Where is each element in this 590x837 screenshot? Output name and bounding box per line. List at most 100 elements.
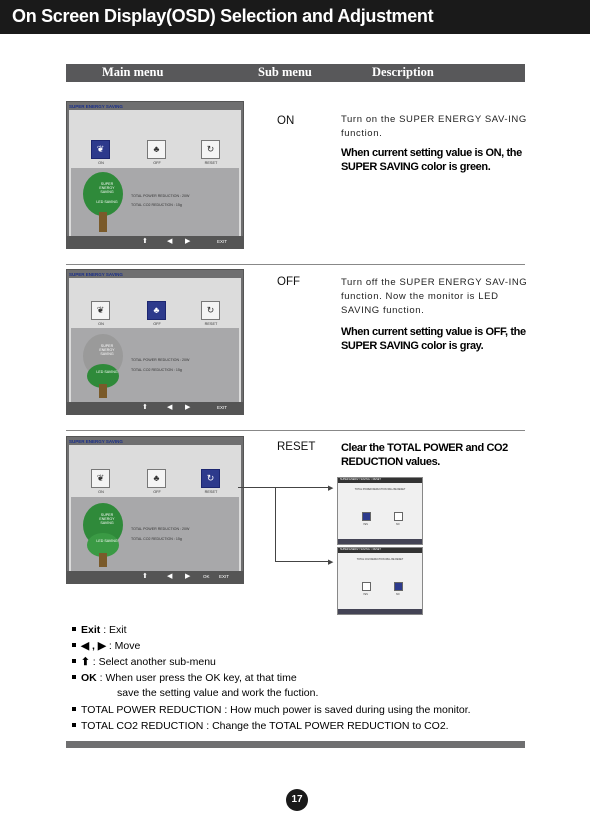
leaf-icon: ❦ (91, 140, 110, 159)
yes-icon (362, 582, 371, 591)
icon-label-reset: RESET (204, 490, 218, 494)
popup-title: SUPER ENERGY SAVING > RESET (340, 548, 381, 551)
icon-label-off: OFF (153, 490, 161, 494)
popup-title: SUPER ENERGY SAVING > RESET (340, 478, 381, 481)
exit-label: EXIT (217, 405, 228, 410)
tree-icon (83, 334, 123, 398)
page-title: On Screen Display(OSD) Selection and Adj… (12, 6, 434, 26)
row-divider (66, 264, 525, 265)
table-header: Main menu Sub menu Description (66, 64, 525, 82)
desc-off: Turn off the SUPER ENERGY SAV-ING functi… (341, 277, 528, 316)
note-key: ◀ , ▶ (81, 640, 106, 652)
tree-text: SUPER ENERGY SAVING (99, 513, 115, 525)
no-label: NO (396, 593, 400, 596)
osd-footer: ⬆ ◀ ▶ EXIT (67, 236, 243, 248)
sub-menu-on: ON (277, 115, 295, 127)
osd-info-panel: SUPER ENERGY SAVING LED SAVING TOTAL POW… (71, 328, 239, 404)
icon-label-reset: RESET (204, 322, 218, 326)
osd-screen-on: SUPER ENERGY SAVING ❦ ♣ ↻ ON OFF RESET S… (66, 101, 244, 249)
no-label: NO (396, 523, 400, 526)
icon-label-on: ON (98, 161, 104, 165)
popup-title-bar: SUPER ENERGY SAVING > RESET (338, 548, 422, 553)
led-text: LED SAVING (96, 539, 118, 543)
reset-icon: ↻ (201, 140, 220, 159)
plant-icon: ♣ (147, 301, 166, 320)
yes-icon (362, 512, 371, 521)
note-text: : Move (108, 640, 141, 652)
left-arrow-icon: ◀ (167, 573, 173, 580)
total-co2-text: TOTAL CO2 REDUCTION : 15g (131, 537, 182, 541)
exit-label: EXIT (219, 574, 230, 579)
yes-label: YES (363, 593, 368, 596)
leaf-icon: ❦ (91, 469, 110, 488)
tree-text: SUPER ENERGY SAVING (99, 182, 115, 194)
total-co2-text: TOTAL CO2 REDUCTION : 15g (131, 368, 182, 372)
up-icon: ⬆ (142, 238, 148, 245)
osd-title: SUPER ENERGY SAVING (69, 104, 123, 109)
note-key: ⬆ (81, 656, 90, 668)
popup-title-bar: SUPER ENERGY SAVING > RESET (338, 478, 422, 483)
right-arrow-icon: ▶ (185, 238, 191, 245)
tree-icon (83, 172, 123, 232)
row-divider (66, 430, 525, 431)
col-description: Description (372, 65, 434, 79)
reset-popup-1: SUPER ENERGY SAVING > RESET TOTAL POWER … (337, 477, 423, 545)
note-item: Exit : Exit (72, 624, 127, 636)
desc-on-bold: When current setting value is ON, the SU… (341, 147, 522, 173)
up-icon: ⬆ (142, 404, 148, 411)
note-text: save the setting value and work the fuct… (117, 687, 319, 699)
icon-label-off: OFF (153, 161, 161, 165)
right-arrow-icon: ▶ (185, 404, 191, 411)
osd-screen-off: SUPER ENERGY SAVING ❦ ♣ ↻ ON OFF RESET S… (66, 269, 244, 415)
page-number: 17 (286, 789, 308, 811)
osd-footer: ⬆ ◀ ▶ OK EXIT (67, 571, 243, 583)
note-text: TOTAL CO2 REDUCTION : Change the TOTAL P… (81, 720, 449, 732)
no-icon (394, 582, 403, 591)
desc-off-bold: When current setting value is OFF, the S… (341, 326, 526, 352)
desc-on: Turn on the SUPER ENERGY SAV-ING functio… (341, 114, 527, 139)
note-text: : When user press the OK key, at that ti… (99, 672, 297, 684)
note-text: TOTAL POWER REDUCTION : How much power i… (81, 704, 471, 716)
reset-icon: ↻ (201, 469, 220, 488)
note-key: OK (81, 672, 97, 684)
no-icon (394, 512, 403, 521)
osd-footer: ⬆ ◀ ▶ EXIT (67, 402, 243, 414)
osd-title: SUPER ENERGY SAVING (69, 272, 123, 277)
connector-line (238, 487, 330, 488)
left-arrow-icon: ◀ (167, 238, 173, 245)
note-item: ⬆ : Select another sub-menu (72, 656, 216, 668)
col-main-menu: Main menu (102, 65, 164, 79)
osd-body: ❦ ♣ ↻ ON OFF RESET SUPER ENERGY SAVING L… (69, 445, 241, 573)
led-text: LED SAVING (96, 200, 118, 204)
exit-label: EXIT (217, 239, 228, 244)
reset-popup-2: SUPER ENERGY SAVING > RESET TOTAL CO2 RE… (337, 547, 423, 615)
up-icon: ⬆ (142, 573, 148, 580)
connector-line (275, 561, 330, 562)
plant-icon: ♣ (147, 140, 166, 159)
icon-label-on: ON (98, 490, 104, 494)
icon-label-off: OFF (153, 322, 161, 326)
yes-label: YES (363, 523, 368, 526)
total-power-text: TOTAL POWER REDUCTION : 20W (131, 527, 190, 531)
popup-footer (338, 609, 422, 614)
osd-body: ❦ ♣ ↻ ON OFF RESET SUPER ENERGY SAVING L… (69, 278, 241, 404)
total-co2-text: TOTAL CO2 REDUCTION : 15g (131, 203, 182, 207)
osd-info-panel: SUPER ENERGY SAVING LED SAVING TOTAL POW… (71, 497, 239, 573)
bottom-bar (66, 741, 525, 748)
osd-body: ❦ ♣ ↻ ON OFF RESET SUPER ENERGY SAVING L… (69, 110, 241, 238)
osd-screen-reset: SUPER ENERGY SAVING ❦ ♣ ↻ ON OFF RESET S… (66, 436, 244, 584)
led-text: LED SAVING (96, 370, 118, 374)
note-item: save the setting value and work the fuct… (117, 687, 318, 699)
note-item: ◀ , ▶ : Move (72, 640, 140, 652)
icon-label-on: ON (98, 322, 104, 326)
note-item: TOTAL CO2 REDUCTION : Change the TOTAL P… (72, 720, 449, 732)
total-power-text: TOTAL POWER REDUCTION : 20W (131, 358, 190, 362)
arrow-head-icon: ▶ (328, 485, 334, 492)
total-power-text: TOTAL POWER REDUCTION : 20W (131, 194, 190, 198)
right-arrow-icon: ▶ (185, 573, 191, 580)
col-sub-menu: Sub menu (258, 65, 312, 79)
note-item: OK : When user press the OK key, at that… (72, 672, 297, 684)
note-item: TOTAL POWER REDUCTION : How much power i… (72, 704, 471, 716)
note-text: : Select another sub-menu (92, 656, 216, 668)
note-key: Exit (81, 624, 101, 636)
